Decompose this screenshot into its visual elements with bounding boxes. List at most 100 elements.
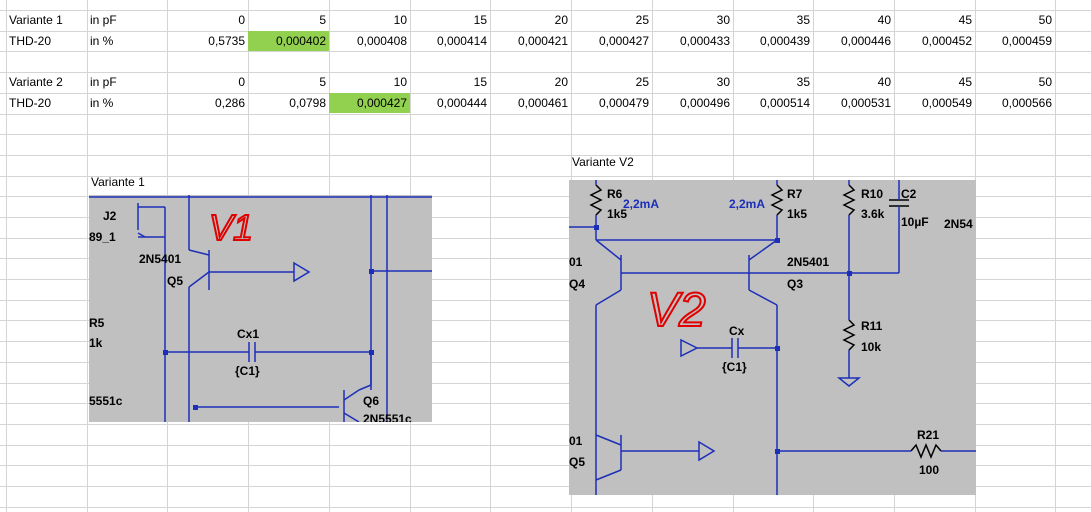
cell-row4-value[interactable]: 35 bbox=[796, 75, 810, 89]
cell-row5-value[interactable]: 0,000496 bbox=[679, 96, 730, 110]
label-q4-part: 01 bbox=[569, 255, 583, 269]
cell-variante2-label[interactable]: Variante 2 bbox=[9, 75, 63, 89]
cell-row5-value[interactable]: 0,000444 bbox=[436, 96, 487, 110]
cell-row1-value[interactable]: 20 bbox=[554, 13, 568, 27]
schematic1-wires bbox=[89, 195, 432, 422]
label-r10-value: 3.6k bbox=[861, 207, 885, 221]
label-c1: {C1} bbox=[722, 360, 747, 374]
cell-row1-value[interactable]: 50 bbox=[1038, 13, 1052, 27]
cell-row1-value[interactable]: 5 bbox=[319, 13, 326, 27]
grid-row-line bbox=[0, 10, 1091, 11]
label-j2: J2 bbox=[103, 209, 117, 223]
schematic1-drawing: J2 89_1 2N5401 Q5 R5 1k Cx1 {C1} 5551c Q… bbox=[89, 195, 432, 422]
cell-row4-value[interactable]: 20 bbox=[554, 75, 568, 89]
cell-row4-value[interactable]: 50 bbox=[1038, 75, 1052, 89]
grid-row-line bbox=[0, 196, 1091, 197]
schematic2-resistors bbox=[589, 184, 942, 459]
cell-variante2-unit[interactable]: in pF bbox=[90, 75, 117, 89]
cell-row4-value[interactable]: 45 bbox=[958, 75, 972, 89]
schematic-variante2[interactable]: R6 1k5 2,2mA 2,2mA R7 1k5 R10 3.6k C2 10… bbox=[569, 180, 976, 495]
grid-row-line bbox=[0, 72, 1091, 73]
panel1-title: Variante 1 bbox=[91, 175, 145, 189]
grid-row-line bbox=[0, 51, 1091, 52]
cell-row1-value[interactable]: 25 bbox=[635, 13, 649, 27]
cell-row1-value[interactable]: 30 bbox=[716, 13, 730, 27]
cell-row2-value[interactable]: 0,000414 bbox=[436, 34, 487, 48]
cell-row4-value[interactable]: 40 bbox=[877, 75, 891, 89]
cell-thd1-label[interactable]: THD-20 bbox=[9, 34, 52, 48]
cell-variante1-label[interactable]: Variante 1 bbox=[9, 13, 63, 27]
label-cx1: Cx1 bbox=[237, 327, 259, 341]
cell-row5-value[interactable]: 0,000461 bbox=[517, 96, 568, 110]
grid-row-line bbox=[0, 300, 1091, 301]
cell-row2-value[interactable]: 0,000439 bbox=[759, 34, 810, 48]
grid-row-line bbox=[0, 176, 1091, 177]
cell-row2-value[interactable]: 0,000452 bbox=[921, 34, 972, 48]
cell-variante1-unit[interactable]: in pF bbox=[90, 13, 117, 27]
grid-column-line bbox=[490, 0, 491, 512]
label-edge-part: 2N54 bbox=[944, 217, 973, 231]
grid-row-line bbox=[0, 507, 1091, 508]
cell-row2-value[interactable]: 0,000408 bbox=[356, 34, 407, 48]
cell-row4-value[interactable]: 5 bbox=[319, 75, 326, 89]
cell-row5-value[interactable]: 0,000427 bbox=[329, 93, 410, 113]
cell-row2-value[interactable]: 0,000433 bbox=[679, 34, 730, 48]
panel2-title: Variante V2 bbox=[572, 155, 634, 169]
cell-row2-value[interactable]: 0,000421 bbox=[517, 34, 568, 48]
cell-row2-value[interactable]: 0,000459 bbox=[1001, 34, 1052, 48]
label-r6: R6 bbox=[607, 187, 623, 201]
annotation-v1: V1 bbox=[209, 207, 253, 248]
label-q3: Q3 bbox=[787, 277, 803, 291]
cell-thd1-unit[interactable]: in % bbox=[90, 34, 114, 48]
cell-row4-value[interactable]: 25 bbox=[635, 75, 649, 89]
annotation-v2: V2 bbox=[647, 284, 706, 337]
label-r7-value: 1k5 bbox=[787, 207, 807, 221]
cell-row1-value[interactable]: 35 bbox=[796, 13, 810, 27]
label-r10: R10 bbox=[861, 187, 883, 201]
label-left-part: 5551c bbox=[89, 394, 123, 408]
cell-row4-value[interactable]: 10 bbox=[393, 75, 407, 89]
cell-row2-value[interactable]: 0,5735 bbox=[208, 34, 245, 48]
cell-thd2-label[interactable]: THD-20 bbox=[9, 96, 52, 110]
cell-row5-value[interactable]: 0,000479 bbox=[598, 96, 649, 110]
label-r21: R21 bbox=[917, 428, 939, 442]
cell-row1-value[interactable]: 15 bbox=[473, 13, 487, 27]
schematic1-junctions bbox=[163, 269, 374, 410]
cell-row5-value[interactable]: 0,000514 bbox=[759, 96, 810, 110]
grid-row-line bbox=[0, 93, 1091, 94]
cell-row2-value[interactable]: 0,000427 bbox=[598, 34, 649, 48]
cell-row4-value[interactable]: 30 bbox=[716, 75, 730, 89]
grid-row-line bbox=[0, 403, 1091, 404]
label-r21-value: 100 bbox=[919, 463, 939, 477]
cell-row1-value[interactable]: 45 bbox=[958, 13, 972, 27]
cell-row1-value[interactable]: 10 bbox=[393, 13, 407, 27]
schematic-variante1[interactable]: J2 89_1 2N5401 Q5 R5 1k Cx1 {C1} 5551c Q… bbox=[89, 195, 432, 422]
schematic2-junctions bbox=[594, 225, 852, 454]
grid-row-line bbox=[0, 383, 1091, 384]
grid-row-line bbox=[0, 445, 1091, 446]
label-q3-part: 2N5401 bbox=[787, 255, 829, 269]
grid-row-line bbox=[0, 341, 1091, 342]
cell-row5-value[interactable]: 0,0798 bbox=[289, 96, 326, 110]
cell-row5-value[interactable]: 0,000549 bbox=[921, 96, 972, 110]
cell-row1-value[interactable]: 40 bbox=[877, 13, 891, 27]
cell-row2-value[interactable]: 0,000402 bbox=[248, 31, 329, 51]
label-r5: R5 bbox=[89, 316, 105, 330]
label-q6: Q6 bbox=[363, 394, 379, 408]
cell-row5-value[interactable]: 0,000531 bbox=[840, 96, 891, 110]
cell-row1-value[interactable]: 0 bbox=[238, 13, 245, 27]
label-cx: Cx bbox=[729, 324, 745, 338]
cell-row2-value[interactable]: 0,000446 bbox=[840, 34, 891, 48]
cell-row5-value[interactable]: 0,000566 bbox=[1001, 96, 1052, 110]
cell-row4-value[interactable]: 0 bbox=[238, 75, 245, 89]
label-r7: R7 bbox=[787, 187, 803, 201]
cell-row5-value[interactable]: 0,286 bbox=[214, 96, 245, 110]
grid-row-line bbox=[0, 362, 1091, 363]
grid-column-line bbox=[6, 0, 7, 512]
grid-row-line bbox=[0, 486, 1091, 487]
grid-row-line bbox=[0, 31, 1091, 32]
label-j2-part: 89_1 bbox=[89, 230, 116, 244]
schematic2-wires bbox=[569, 180, 976, 495]
cell-thd2-unit[interactable]: in % bbox=[90, 96, 114, 110]
cell-row4-value[interactable]: 15 bbox=[473, 75, 487, 89]
